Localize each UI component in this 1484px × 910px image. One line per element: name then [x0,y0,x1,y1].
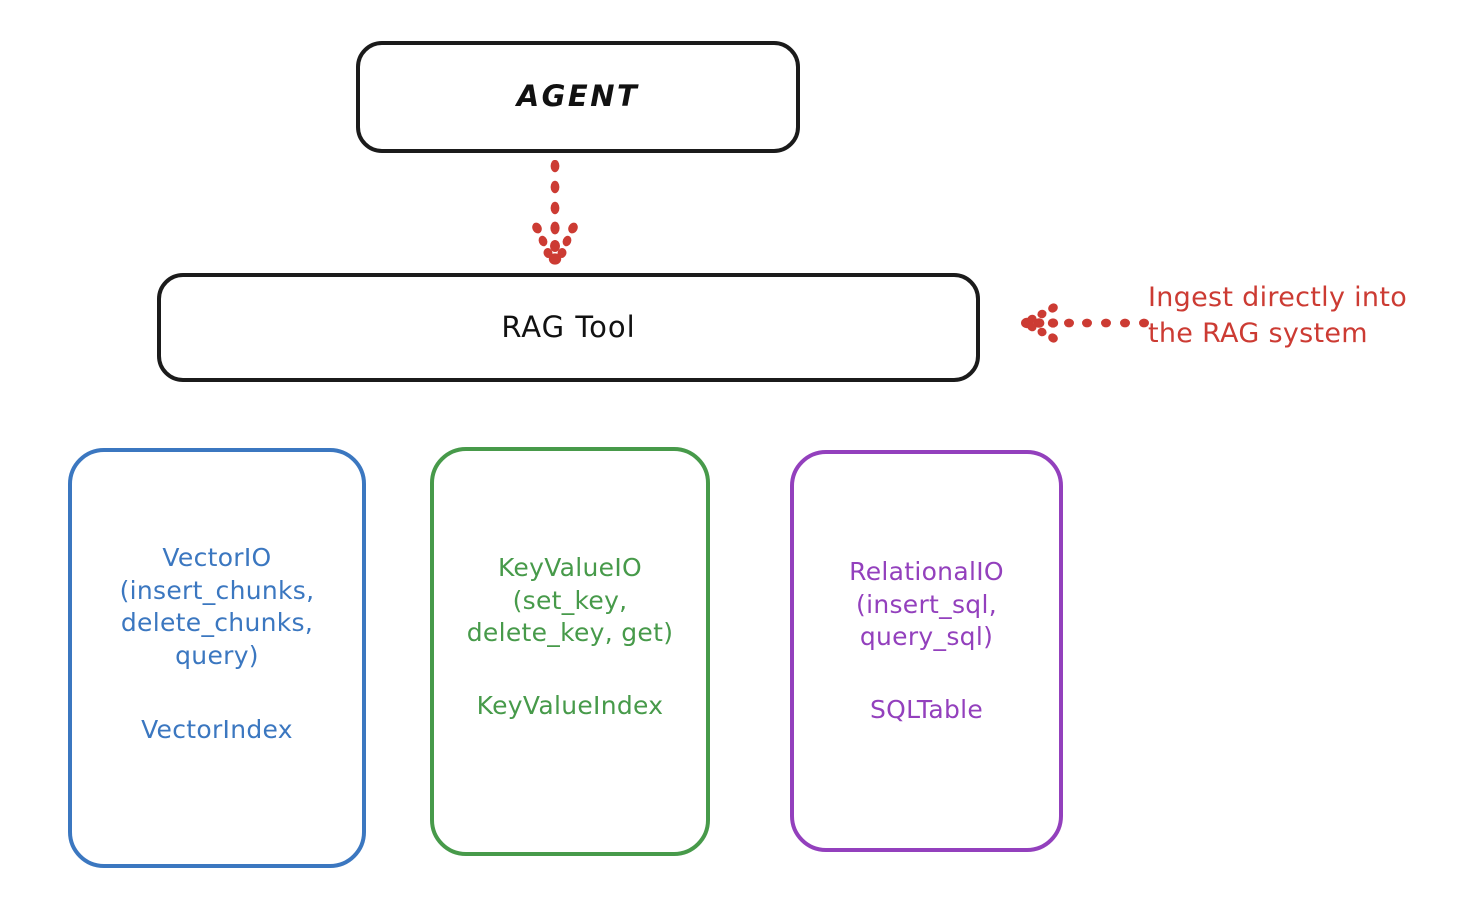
node-vector-io[interactable]: VectorIO (insert_chunks, delete_chunks, … [68,448,366,868]
node-agent-label: AGENT [516,79,640,114]
node-vector-io-index-label: VectorIndex [141,715,293,744]
node-rag-tool-label: RAG Tool [501,309,636,344]
node-relational-io-api-label: RelationalIO (insert_sql, query_sql) [849,557,1004,651]
node-key-value-io-api-label: KeyValueIO (set_key, delete_key, get) [466,553,674,647]
node-key-value-io[interactable]: KeyValueIO (set_key, delete_key, get) Ke… [430,447,710,856]
annotation-ingest-note: Ingest directly into the RAG system [1148,282,1408,349]
node-rag-tool[interactable]: RAG Tool [157,273,980,382]
connector-ingest-into-rag-tool-arrow [1021,303,1149,343]
connector-agent-to-rag-tool-arrow [532,160,578,265]
node-relational-io[interactable]: RelationalIO (insert_sql, query_sql) SQL… [790,450,1063,852]
node-agent[interactable]: AGENT [356,41,800,153]
node-vector-io-api-label: VectorIO (insert_chunks, delete_chunks, … [119,543,315,670]
node-relational-io-index-label: SQLTable [869,694,984,724]
node-key-value-io-index-label: KeyValueIndex [476,690,664,720]
